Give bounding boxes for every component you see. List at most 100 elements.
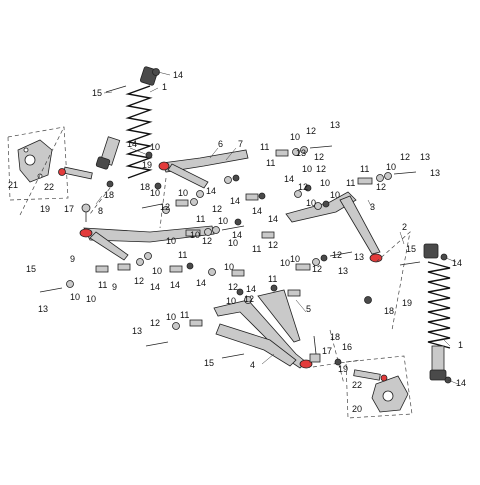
callout-12-l: 12	[312, 264, 322, 274]
callout-10-h: 10	[166, 236, 176, 246]
callout-2: 2	[402, 222, 407, 232]
callout-14-j: 14	[246, 284, 256, 294]
callout-14-right-top: 14	[452, 258, 462, 268]
callout-22-right: 22	[352, 380, 362, 390]
knuckle-box-right	[345, 355, 413, 419]
callout-10-s: 10	[150, 142, 160, 152]
callout-14-g: 14	[150, 282, 160, 292]
callout-14-left-shock-bottom: 14	[127, 139, 137, 149]
nut-top-left-shock	[152, 68, 160, 76]
upper-a-arm-left	[79, 225, 215, 261]
callout-10-t: 10	[306, 198, 316, 208]
callout-1-left-shock: 1	[162, 82, 167, 92]
callout-13-c: 13	[354, 252, 364, 262]
callout-11-g: 11	[268, 274, 277, 284]
callout-11-a: 11	[260, 142, 269, 152]
callout-10-o: 10	[224, 262, 234, 272]
assembly-lines	[19, 126, 411, 385]
callout-21: 21	[8, 180, 18, 190]
callout-19-bottom: 19	[338, 364, 348, 374]
callout-14-right-bottom: 14	[456, 378, 466, 388]
callout-14-e: 14	[252, 206, 262, 216]
callout-10-l: 10	[86, 294, 96, 304]
callout-10-q: 10	[226, 296, 236, 306]
callout-10-r: 10	[166, 312, 176, 322]
callout-12-i: 12	[332, 250, 342, 260]
callout-14-c: 14	[206, 186, 216, 196]
callout-11-i: 11	[266, 158, 275, 168]
callout-10-p: 10	[280, 258, 290, 268]
callout-10-u: 10	[330, 190, 340, 200]
callout-10-j: 10	[228, 238, 238, 248]
upper-a-arm-center	[158, 149, 249, 189]
callout-10-d: 10	[320, 178, 330, 188]
callout-14-top: 14	[173, 70, 183, 80]
callout-7: 7	[238, 139, 243, 149]
callout-10-i: 10	[190, 230, 200, 240]
callout-10-f: 10	[178, 188, 188, 198]
callout-18-bottom: 18	[330, 332, 340, 342]
callout-22-left: 22	[44, 182, 54, 192]
callout-1-right-shock: 1	[458, 340, 463, 350]
callout-12-f: 12	[212, 204, 222, 214]
callout-16: 16	[342, 342, 352, 352]
callout-18-right: 18	[384, 306, 394, 316]
callout-9-a: 9	[70, 254, 75, 264]
callout-13-a: 13	[330, 120, 340, 130]
callout-11-h: 11	[180, 310, 189, 320]
callout-12-k: 12	[228, 282, 238, 292]
callout-11-d: 11	[178, 250, 187, 260]
callout-19-right: 19	[402, 298, 412, 308]
callout-12-o: 12	[314, 152, 324, 162]
callout-15-top: 15	[92, 88, 102, 98]
callout-12-d: 12	[298, 182, 308, 192]
callout-11-c: 11	[196, 214, 205, 224]
callout-6: 6	[218, 139, 223, 149]
leader-lines	[95, 71, 459, 385]
callout-20: 20	[352, 404, 362, 414]
callout-18-b: 18	[104, 190, 114, 200]
callout-19-upper: 19	[142, 160, 152, 170]
callout-14-i: 14	[196, 278, 206, 288]
spindle-left	[58, 166, 93, 180]
callout-14-b: 14	[230, 196, 240, 206]
bolt-top-right-shock	[399, 261, 421, 266]
callout-10-k: 10	[290, 254, 300, 264]
callout-13-f: 13	[132, 326, 142, 336]
callout-10-c: 10	[302, 164, 312, 174]
hardware-stacks	[39, 145, 417, 366]
callout-11-j: 11	[346, 178, 355, 188]
callout-12-c: 12	[316, 164, 326, 174]
callout-10-a: 10	[290, 132, 300, 142]
callout-5: 5	[306, 304, 311, 314]
callout-8: 8	[98, 206, 103, 216]
callout-18-a: 18	[140, 182, 150, 192]
callout-10-e: 10	[150, 188, 160, 198]
callout-14-f: 14	[268, 214, 278, 224]
bolt-top-left-shock	[105, 85, 127, 93]
callout-14-d: 14	[232, 230, 242, 240]
callout-3: 3	[370, 202, 375, 212]
callout-13-h: 13	[430, 168, 440, 178]
callout-17-left: 17	[64, 204, 74, 214]
callout-12-n: 12	[150, 318, 160, 328]
callout-19-left: 19	[40, 204, 50, 214]
callout-15-right: 15	[406, 244, 416, 254]
callout-14-h: 14	[170, 280, 180, 290]
callout-11-e: 11	[252, 244, 261, 254]
callout-labels: 14 15 1 14 19 6 7 10 12 13 11 10 12 13 1…	[8, 70, 466, 414]
shock-absorber-right	[423, 243, 451, 381]
callout-11-f: 11	[98, 280, 107, 290]
callout-11-b: 11	[360, 164, 369, 174]
callout-9-b: 9	[112, 282, 117, 292]
callout-12-j: 12	[134, 276, 144, 286]
callout-12-e: 12	[160, 202, 170, 212]
callout-4: 4	[250, 360, 255, 370]
nut-top-right-shock	[440, 253, 448, 261]
callout-10-n: 10	[70, 292, 80, 302]
callout-12-g: 12	[202, 236, 212, 246]
callout-15-bottom: 15	[204, 358, 214, 368]
callout-12-h: 12	[268, 240, 278, 250]
